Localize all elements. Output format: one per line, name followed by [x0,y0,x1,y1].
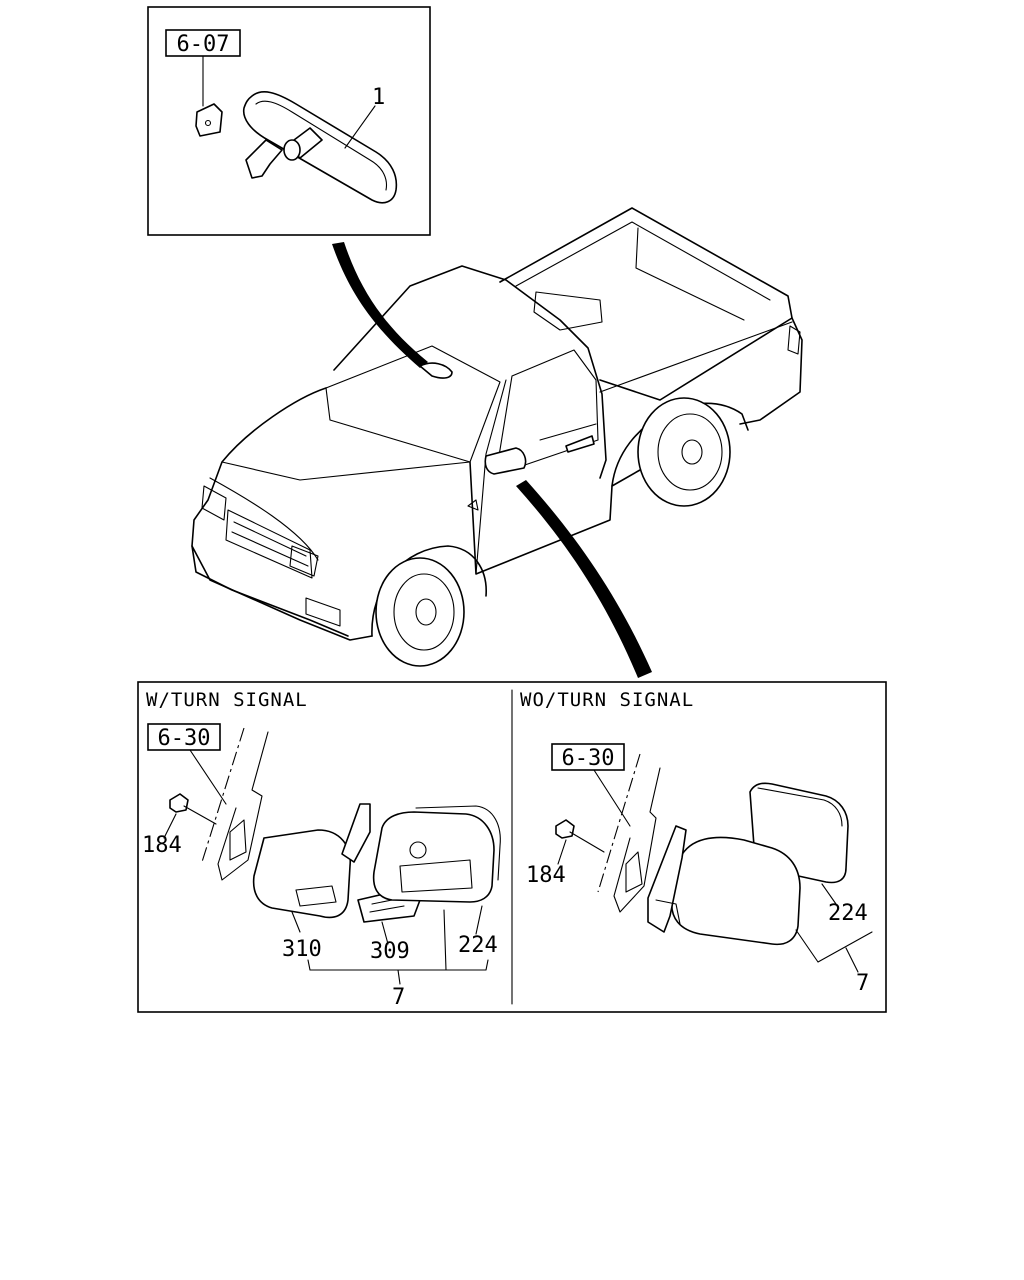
assembly-tie-left [443,909,447,971]
glass-motor-hole [409,841,427,859]
rear-hub [681,439,703,465]
fog-light [305,597,341,627]
bed-box [533,291,603,331]
part-label-224-right: 224 [828,901,868,926]
door-handle [565,435,595,453]
mirror-housing-right [671,836,801,946]
mirror-glass-back-left [415,805,501,881]
rearview-mirror-body [242,91,398,204]
bed-rear-corner [739,317,803,425]
hood-crease [209,477,319,561]
bed-side-line [599,321,793,393]
assembly-bracket-right [795,929,873,963]
windshield [325,345,501,463]
cab-outline [333,265,607,479]
door-pillar-left [217,731,269,881]
bolt-184-shank-right [569,831,605,853]
front-rim [393,573,455,651]
leader-7-left [397,969,401,985]
glass-inner-plate [399,859,473,893]
mirror-bracket [341,803,371,863]
ref-box-6-30-left-label: 6-30 [158,726,211,751]
door-handle-area [539,423,597,441]
bolt-184-head-left [169,793,189,813]
mirror-base-mount [245,139,283,179]
door-pillar-dashed-left [201,727,245,863]
front-wheel [375,557,465,667]
caption-without-turn-signal: WO/TURN SIGNAL [520,689,694,711]
clip-hole [204,119,212,127]
mirror-housing-310 [252,829,351,919]
mounting-clip [195,103,223,137]
part-label-184-left: 184 [142,833,182,858]
part-label-224-left: 224 [458,933,498,958]
headlight-right [289,545,319,577]
part-label-309: 309 [370,939,410,964]
bed-inner-wall [635,227,745,321]
ref-box-6-07-label: 6-07 [177,32,230,57]
leader-1 [344,105,376,149]
hood-front-outline [191,387,373,641]
callout-arrow-bottom [516,480,652,678]
grille-slats [231,521,309,567]
caption-with-turn-signal: W/TURN SIGNAL [146,689,308,711]
ref-box-6-30-left[interactable] [147,723,221,751]
ref-box-6-30-right-label: 6-30 [562,746,615,771]
ref-leader-left [189,749,227,805]
mount-plate-right [625,851,643,893]
mirror-base-right [647,825,687,933]
hood-rear-line [221,461,471,481]
mirror-glass-224-left [372,811,495,903]
rear-wheel [637,397,731,507]
part-label-184-right: 184 [526,863,566,888]
mirror-pivot [283,139,301,161]
housing-310-detail [295,885,337,907]
taillight [787,325,801,355]
truck-side-mirror [484,447,527,475]
leader-224-right [821,883,837,905]
mirror-inner-edge [255,100,388,191]
ref-box-6-30-right[interactable] [551,743,625,771]
part-label-1: 1 [372,85,385,110]
part-label-310: 310 [282,937,322,962]
callout-arrow-top [332,242,428,368]
panel-without-turn-signal: WO/TURN SIGNAL 6-30 184 224 7 [520,689,873,996]
inset-frame [147,6,431,236]
door-pillar-dashed-right [597,753,641,893]
mirror-glass-inner-right [757,787,843,827]
mount-plate-left [229,819,247,861]
leader-310 [291,911,301,933]
part-label-7-right: 7 [856,971,869,996]
inset-rearview-mirror: 6-07 1 [147,6,431,236]
leader-184-left [163,813,177,839]
truck-bed-outline [499,207,793,401]
grille [225,509,313,579]
front-hub [415,598,437,626]
door-pillar-right [613,767,661,913]
mirror-base-detail [655,899,681,925]
leader-224-left [475,905,483,935]
ref-leader-right [593,769,631,827]
bed-inner-rim [515,221,771,301]
headlight-left [201,485,227,521]
front-bumper [191,545,349,637]
leader-7-right [845,947,859,973]
truck-rearview-mirror [419,362,453,379]
panel-with-turn-signal: W/TURN SIGNAL 6-30 184 310 309 224 [142,689,501,1010]
bolt-184-head-right [555,819,575,839]
bolt-184-shank-left [183,805,217,825]
body-side-lower [469,461,641,575]
bottom-panel-frame [137,681,887,1013]
side-marker [467,499,479,511]
part-label-7-left: 7 [392,985,405,1010]
leader-184-right [557,839,567,865]
leader-309 [381,921,389,945]
rear-rim [657,413,723,491]
pickup-truck [191,207,803,667]
a-pillar-door-line [475,379,507,575]
